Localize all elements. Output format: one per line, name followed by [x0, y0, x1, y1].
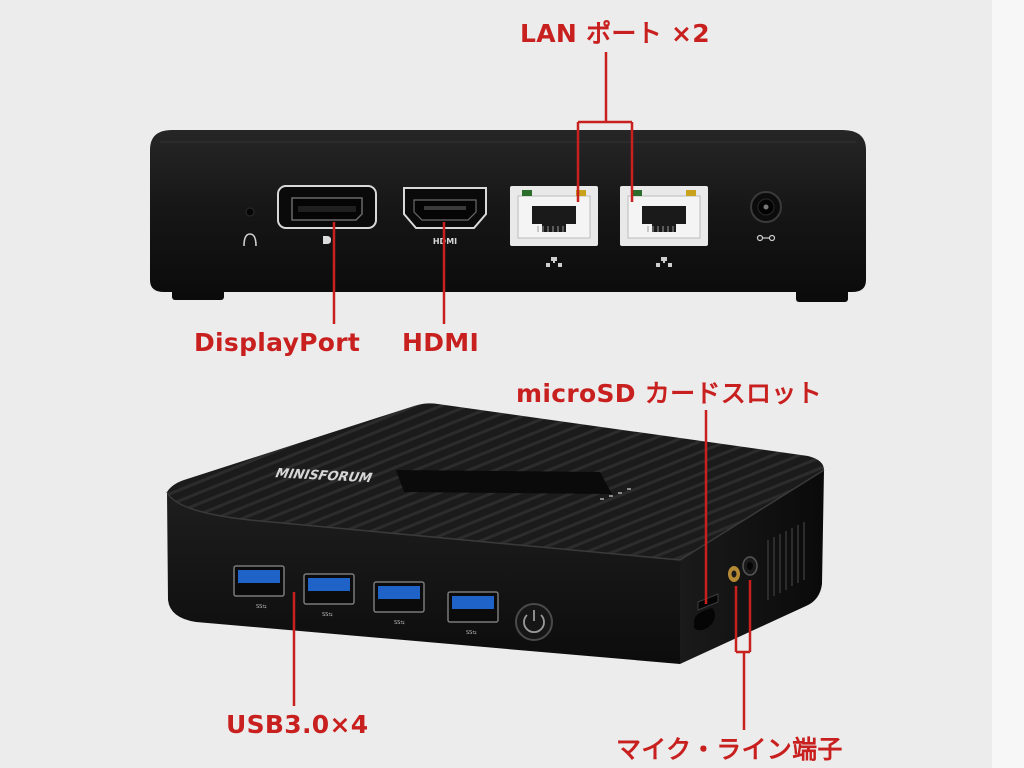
brand-logo: MINISFORUM	[272, 467, 374, 486]
usb-port-4: SS⇆	[447, 591, 499, 636]
audio-jack-label: マイク・ライン端子	[616, 735, 843, 764]
front-view-device: MINISFORUM	[166, 403, 825, 664]
usb-label: USB3.0×4	[226, 710, 369, 739]
audio-jack-1	[728, 566, 740, 582]
back-view-device: HDMI	[150, 130, 866, 302]
usb-ss-text: SS⇆	[394, 620, 405, 626]
audio-jack-2	[742, 556, 758, 576]
logo-plate	[396, 470, 612, 494]
microsd-cover	[694, 608, 715, 631]
usb-ss-text: SS⇆	[256, 604, 267, 610]
lan-port-2	[620, 186, 708, 267]
dc-polarity-icon	[756, 234, 776, 242]
vent-dots	[600, 488, 631, 500]
displayport-logo-icon	[323, 236, 331, 244]
displayport-port	[277, 185, 377, 244]
hdmi-port: HDMI	[403, 187, 487, 246]
power-icon	[523, 614, 545, 634]
lan-port-label: LAN ポート ×2	[520, 19, 710, 48]
network-icon	[546, 257, 562, 267]
microsd-slot	[697, 593, 719, 611]
usb-port-1: SS⇆	[233, 565, 285, 610]
right-margin-strip	[992, 0, 1024, 768]
lan-port-1	[510, 186, 598, 267]
status-led	[245, 207, 255, 217]
network-icon	[656, 257, 672, 267]
microsd-label: microSD カードスロット	[516, 379, 822, 408]
usb-port-3: SS⇆	[373, 581, 425, 626]
callout-lines	[292, 52, 752, 730]
displayport-label: DisplayPort	[194, 328, 361, 357]
back-panel	[150, 130, 866, 292]
dc-power-jack	[750, 191, 782, 242]
hdmi-label: HDMI	[402, 328, 480, 357]
usb-ss-text: SS⇆	[322, 612, 333, 618]
headphone-icon	[243, 233, 257, 247]
side-vents	[767, 522, 805, 600]
usb-port-2: SS⇆	[303, 573, 355, 618]
power-button	[515, 603, 553, 641]
usb-ss-text: SS⇆	[466, 630, 477, 636]
